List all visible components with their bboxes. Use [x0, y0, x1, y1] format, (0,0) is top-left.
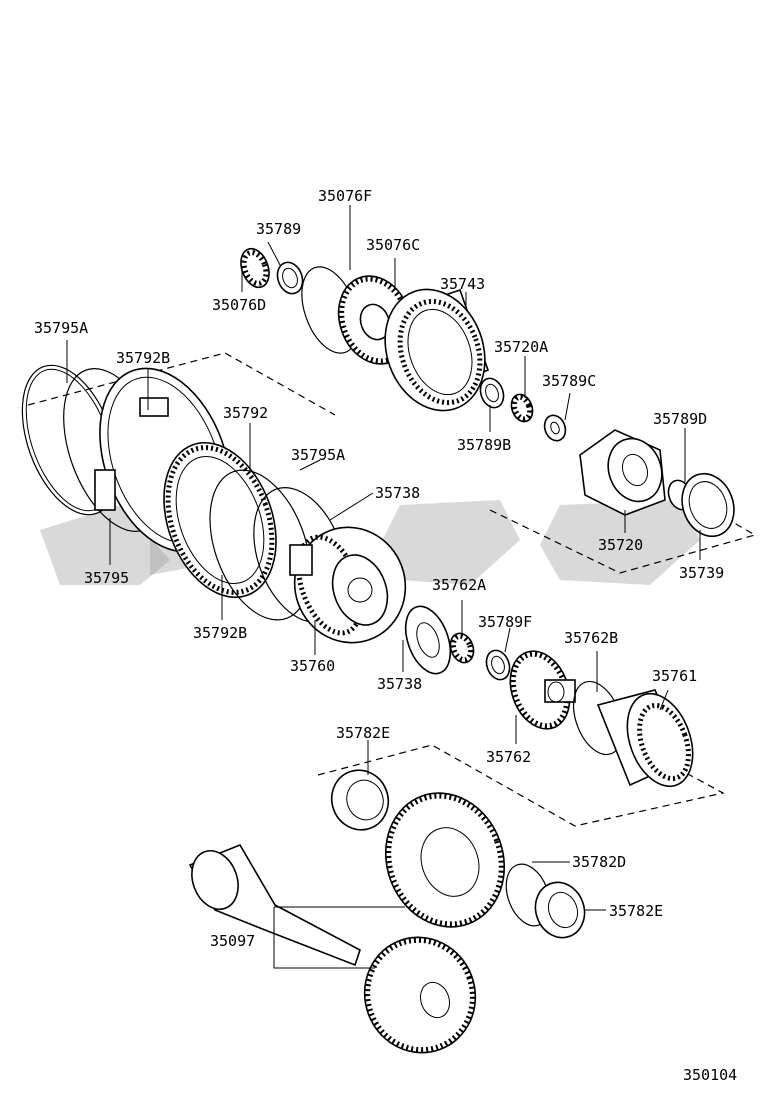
- label-35076f: 35076F: [318, 187, 372, 205]
- bearing-35782e-upper: [330, 769, 390, 831]
- label-35782e-upper: 35782E: [336, 724, 390, 742]
- label-35760: 35760: [290, 657, 335, 675]
- label-35720: 35720: [598, 536, 643, 554]
- label-35792b-upper: 35792B: [116, 349, 170, 367]
- label-35792: 35792: [223, 404, 268, 422]
- label-35097: 35097: [210, 932, 255, 950]
- label-35795: 35795: [84, 569, 129, 587]
- label-35795a-left: 35795A: [34, 319, 88, 337]
- label-35795a-right: 35795A: [291, 446, 345, 464]
- label-35762: 35762: [486, 748, 531, 766]
- bearing-35076d: [240, 247, 270, 289]
- label-35762b: 35762B: [564, 629, 618, 647]
- label-35789c: 35789C: [542, 372, 596, 390]
- label-35761: 35761: [652, 667, 697, 685]
- planetary-carrier-35760: [289, 526, 407, 644]
- label-35762a: 35762A: [432, 576, 486, 594]
- washer-35789c: [543, 414, 567, 442]
- washer-35789f: [485, 649, 511, 681]
- label-35076c: 35076C: [366, 236, 420, 254]
- plate-35739: [681, 472, 735, 538]
- label-35789d: 35789D: [653, 410, 707, 428]
- label-35792b-lower: 35792B: [193, 624, 247, 642]
- clutch-pack-35792: [163, 441, 277, 599]
- label-35743: 35743: [440, 275, 485, 293]
- bearing-35782e-lower: [534, 881, 586, 939]
- label-35782d: 35782D: [572, 853, 626, 871]
- washer-35789b: [479, 377, 505, 409]
- washer-35789: [276, 261, 304, 295]
- label-35789: 35789: [256, 220, 301, 238]
- carrier-35720: [579, 429, 666, 516]
- label-35789b: 35789B: [457, 436, 511, 454]
- label-35738-lower: 35738: [377, 675, 422, 693]
- thrust-plate-35738: [404, 605, 452, 675]
- label-35739: 35739: [679, 564, 724, 582]
- shaft-35097: [188, 844, 361, 967]
- sun-gear-35762: [509, 650, 576, 730]
- leader-lines: [66, 205, 701, 969]
- label-35720a: 35720A: [494, 338, 548, 356]
- bearing-35762a: [449, 632, 475, 664]
- label-35789f: 35789F: [478, 613, 532, 631]
- snap-ring-35792b-lower: [209, 469, 311, 621]
- ring-gear-35743: [384, 288, 490, 412]
- counter-drive-gear: [384, 792, 506, 928]
- label-35782e-lower: 35782E: [609, 902, 663, 920]
- label-35076d: 35076D: [212, 296, 266, 314]
- diagram-id: 350104: [683, 1066, 737, 1084]
- drum-35761: [596, 689, 694, 788]
- label-35738-upper: 35738: [375, 484, 420, 502]
- counter-driven-gear: [363, 936, 477, 1054]
- bearing-35720a: [510, 393, 534, 423]
